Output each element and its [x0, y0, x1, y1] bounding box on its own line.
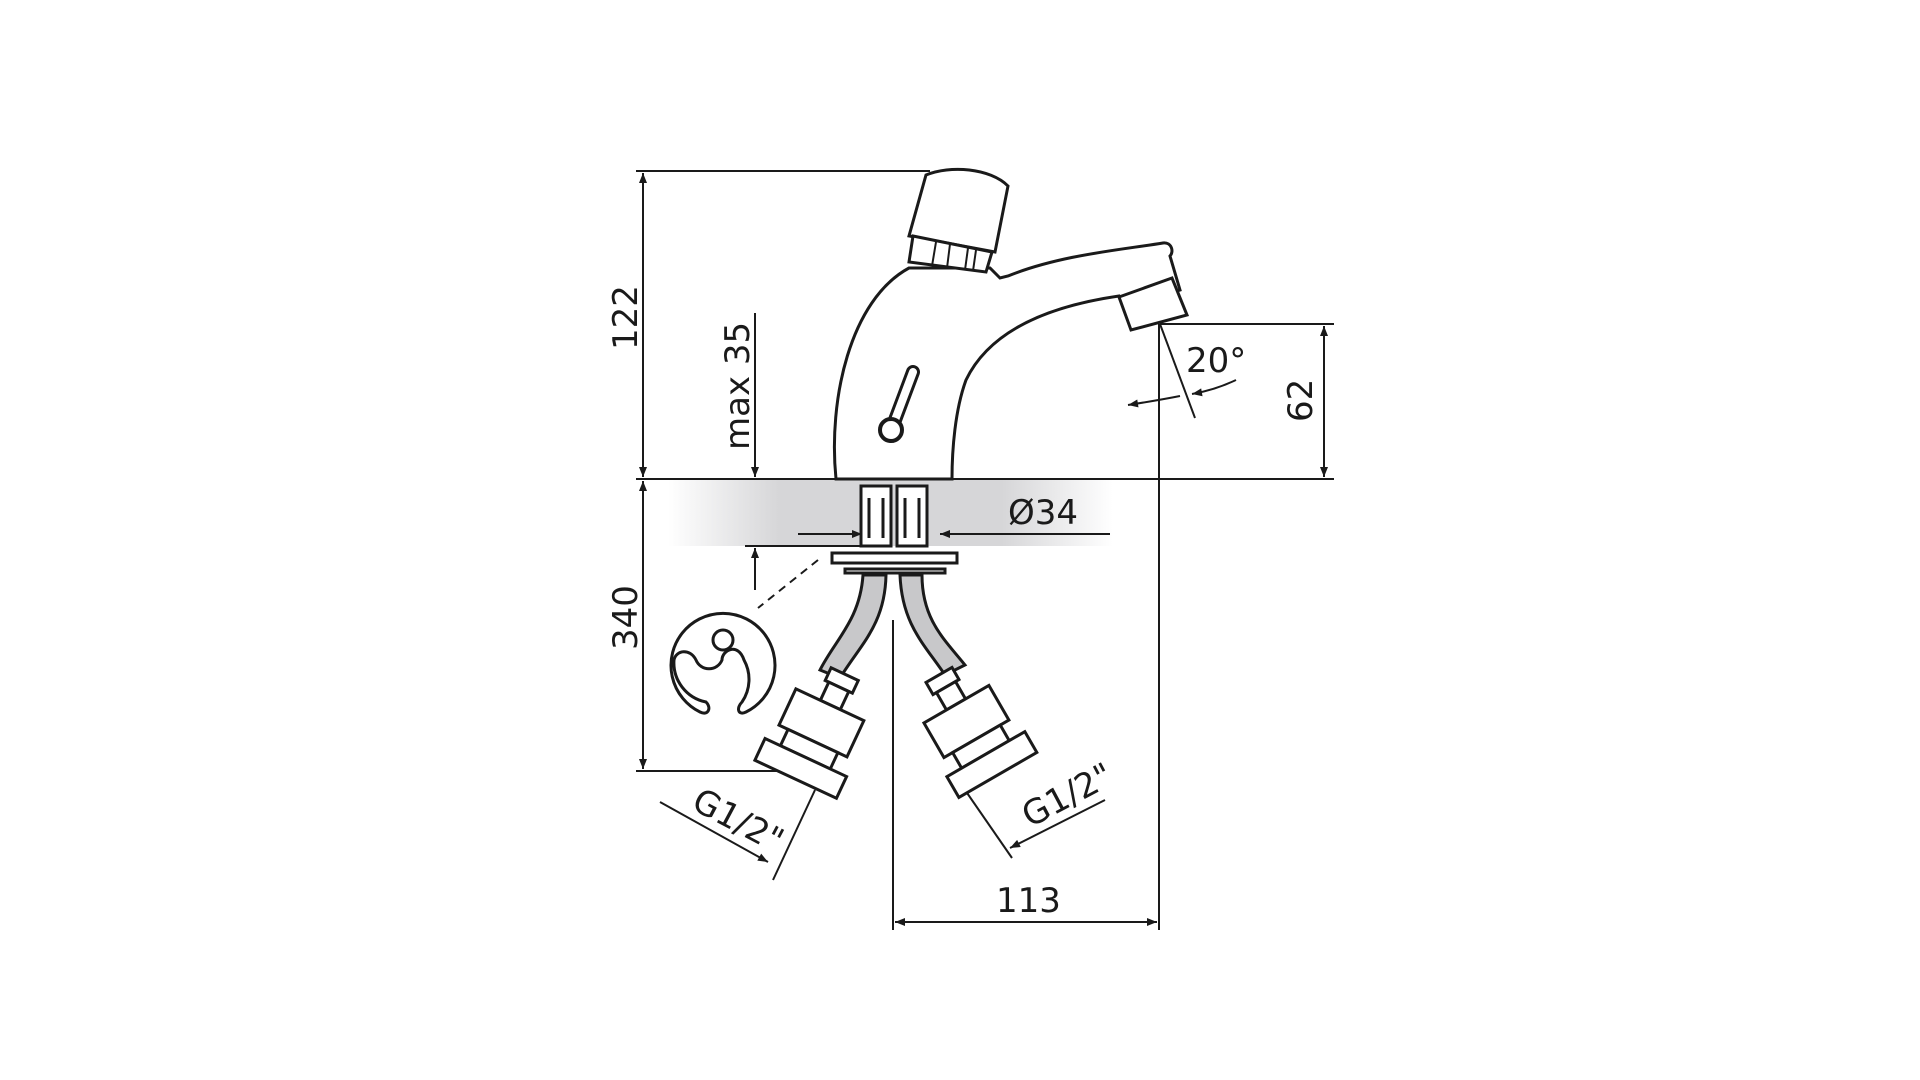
push-button-knob [907, 167, 1010, 254]
g-right-leader [964, 789, 1013, 859]
g-left-dim [659, 801, 769, 863]
knob-ring [907, 234, 994, 274]
spout-nozzle [1117, 276, 1190, 332]
nut-right [921, 665, 1039, 800]
g-right-label: G1/2" [1015, 755, 1119, 836]
stud-connectors [830, 484, 959, 575]
dim-340-label: 340 [606, 585, 646, 650]
dim-122-label: 122 [606, 285, 646, 350]
mounting-clip-icon [669, 611, 777, 715]
angle-20-label: 20° [1186, 341, 1246, 381]
nut-left [752, 665, 866, 801]
angle-line [1159, 323, 1196, 419]
dim-34-label: Ø34 [1008, 493, 1078, 533]
clip-leader [757, 559, 819, 609]
angle-arc [1127, 395, 1181, 408]
g-left-label: G1/2" [686, 781, 790, 862]
lever-knob [878, 417, 904, 443]
angle-arc-2 [1191, 379, 1237, 397]
g-left-leader [772, 789, 816, 881]
hose-left [817, 573, 888, 680]
dim-113-label: 113 [996, 881, 1061, 921]
faucet-body [832, 241, 1182, 481]
dim-max35-label: max 35 [718, 322, 758, 450]
g-right-dim [1009, 799, 1106, 849]
hose-right [898, 573, 968, 677]
dim-62-label: 62 [1281, 379, 1321, 422]
